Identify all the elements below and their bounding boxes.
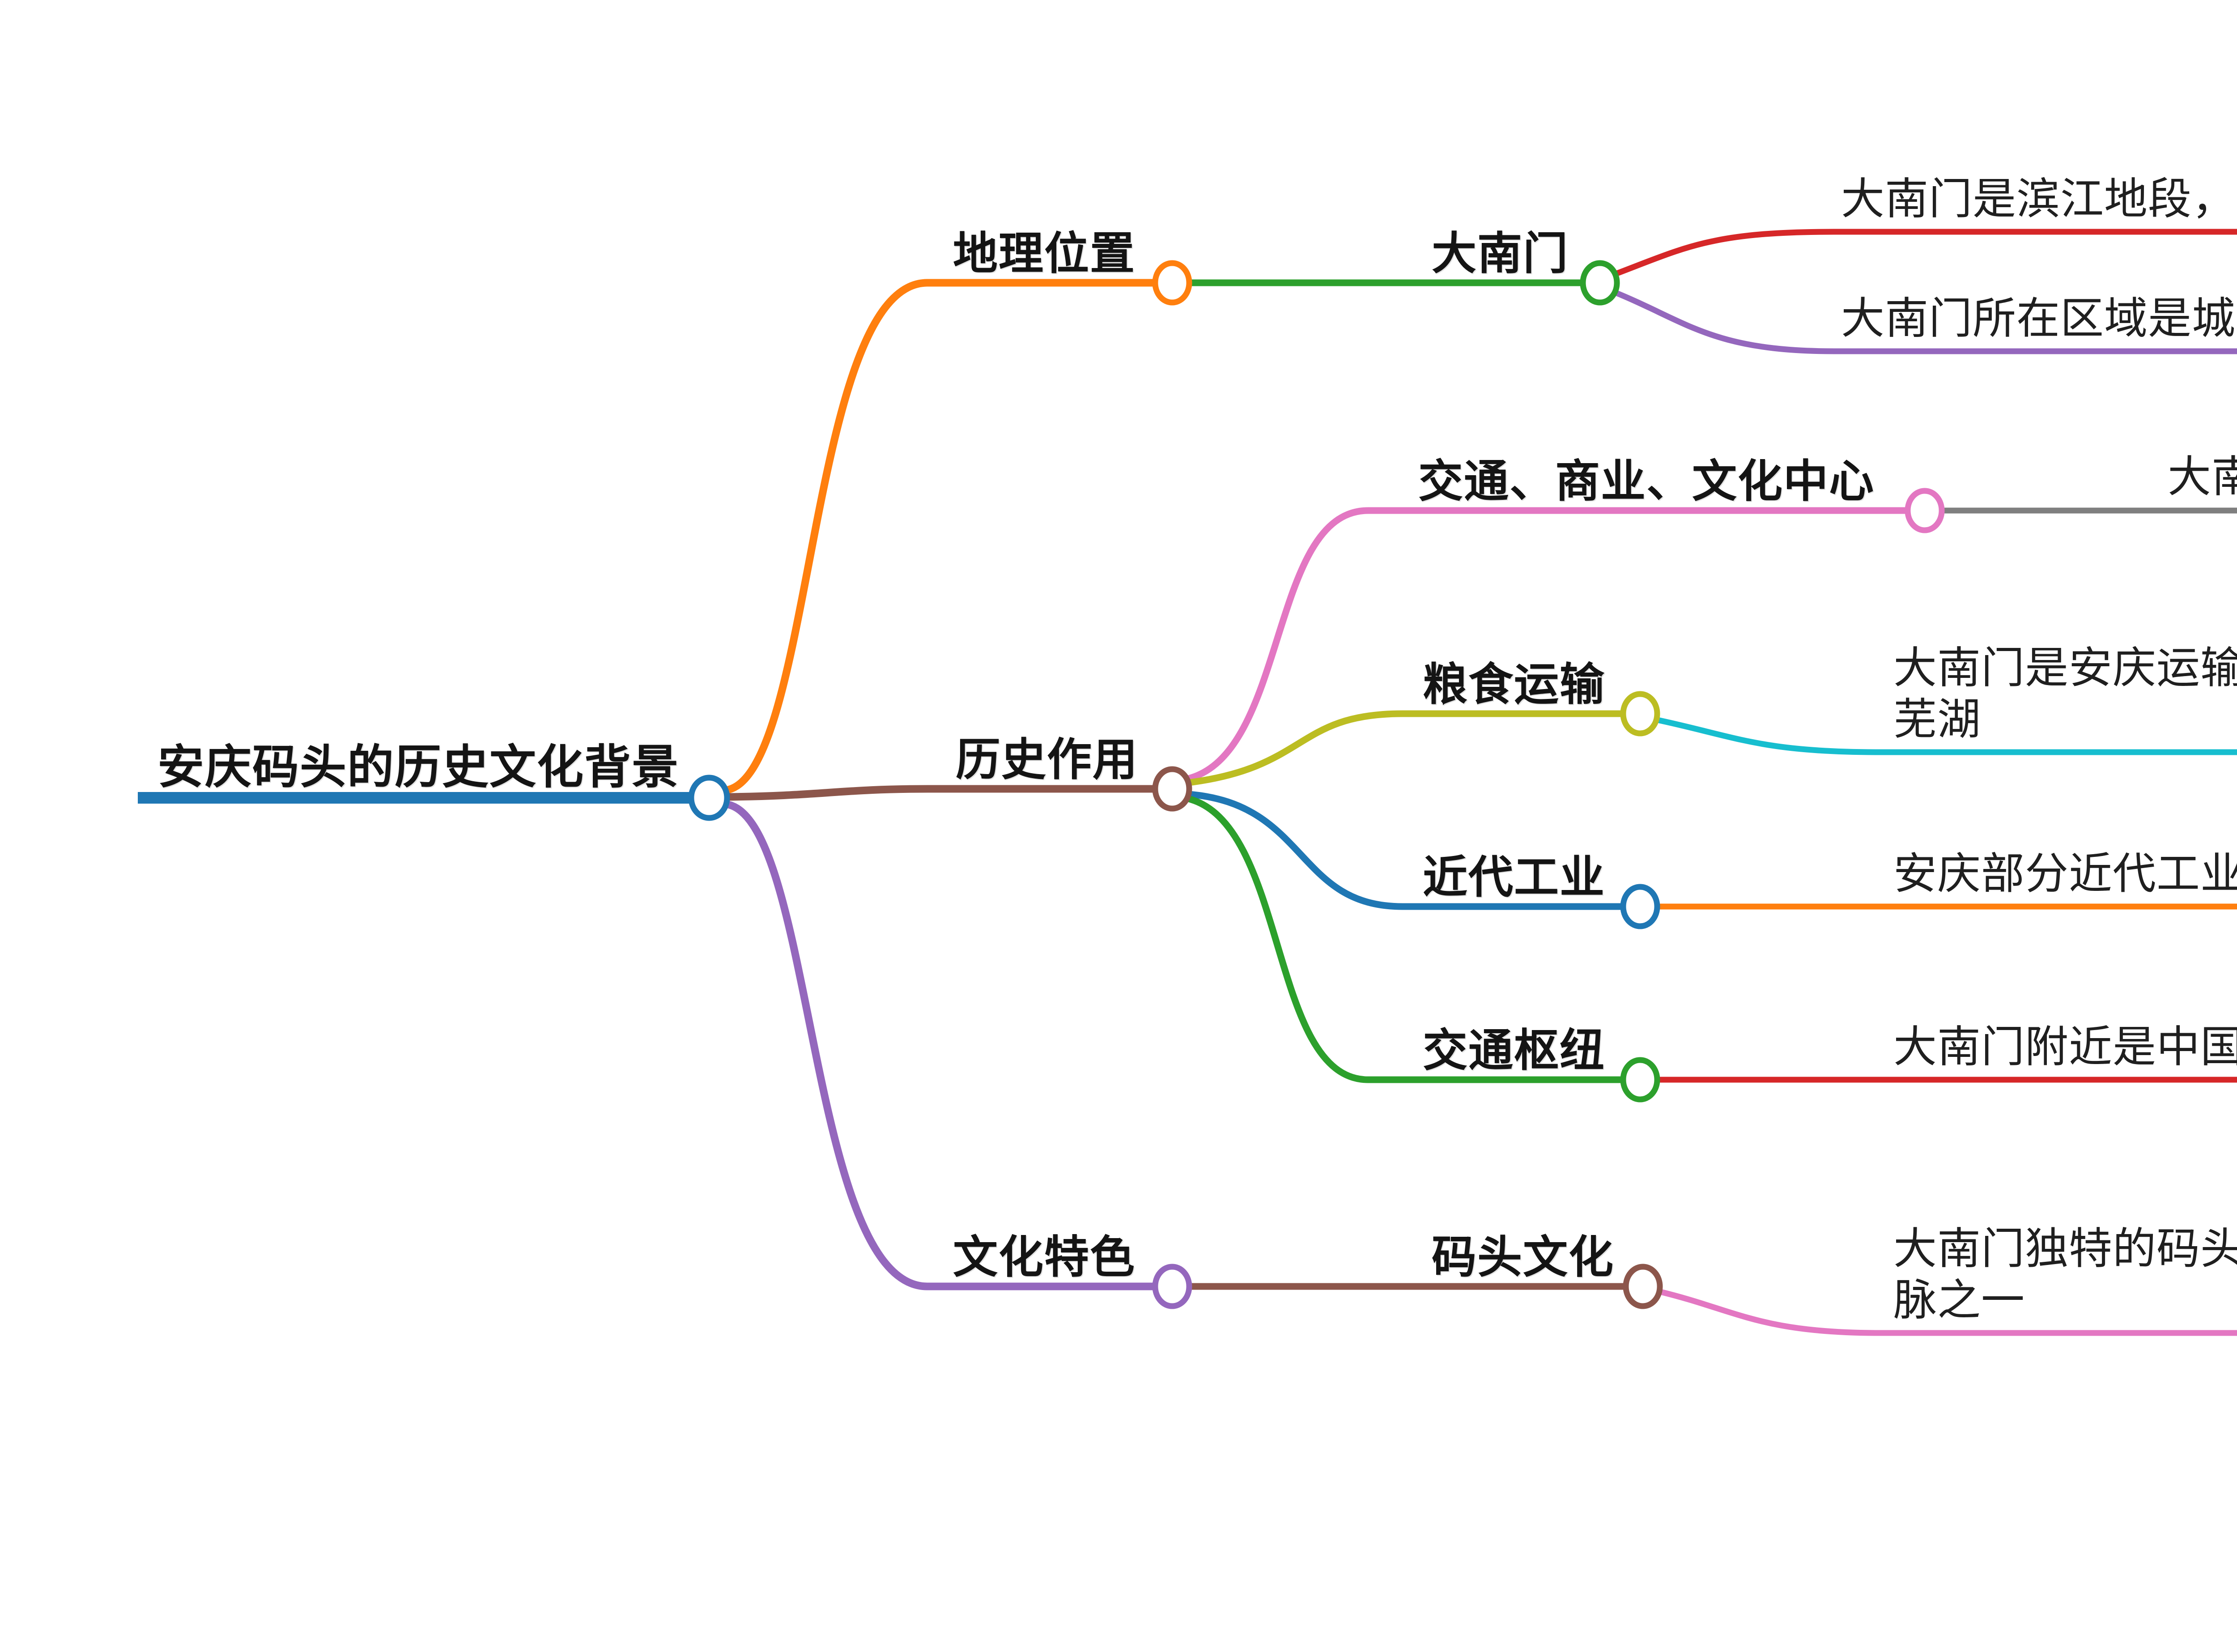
node-dananmen-label[interactable]: 大南门	[1432, 229, 1569, 279]
note-wharf-canal[interactable]: 大南门独特的码头文化，漕运曾是这座城市重要的经济命 脉之一	[1893, 1224, 2237, 1324]
connector-wharf[interactable]	[1623, 1264, 1663, 1309]
edge-history-hub	[1183, 795, 1626, 1083]
note-dananmen-prosperous[interactable]: 大南门所在区域是城市经济发展最繁荣的地方	[1841, 294, 2237, 343]
node-wharf-culture-label[interactable]: 码头文化	[1432, 1232, 1614, 1282]
node-center-label[interactable]: 交通、商业、文化中心	[1418, 456, 1875, 507]
connector-grain[interactable]	[1620, 691, 1660, 737]
edge-history-center	[1183, 507, 1910, 783]
node-modern-industry-label[interactable]: 近代工业	[1423, 852, 1605, 903]
edge-root-history	[723, 785, 1157, 801]
connector-culture[interactable]	[1152, 1264, 1192, 1309]
connector-dananmen[interactable]	[1580, 260, 1620, 306]
edge-dananmen-note-riverside	[1610, 229, 2237, 278]
node-grain-transport-label[interactable]: 粮食运输	[1423, 660, 1605, 710]
node-geography-label[interactable]: 地理位置	[953, 229, 1136, 279]
edge-history-industry	[1185, 791, 1626, 910]
node-root-label[interactable]: 安庆码头的历史文化背景	[157, 741, 680, 793]
note-center-no1[interactable]: 大南门在安庆的交通、商业、文化方面当属NO.1	[2168, 452, 2237, 501]
edge-grain-note-export	[1652, 716, 2237, 755]
note-hub-center[interactable]: 大南门附近是中国重要的交通枢纽中心之一	[1893, 1022, 2237, 1071]
node-transport-hub-label[interactable]: 交通枢纽	[1423, 1026, 1605, 1076]
edge-root-culture	[722, 800, 1157, 1290]
note-dananmen-riverside[interactable]: 大南门是滨江地段，是安庆重要的水陆码头	[1841, 174, 2237, 223]
edge-root-geography	[722, 279, 1157, 794]
connector-industry[interactable]	[1620, 884, 1660, 929]
connector-center[interactable]	[1905, 488, 1945, 533]
node-history-label[interactable]: 历史作用	[956, 735, 1138, 785]
node-culture-label[interactable]: 文化特色	[953, 1232, 1136, 1282]
connector-history[interactable]	[1152, 766, 1192, 812]
connector-root[interactable]	[688, 775, 730, 821]
connector-geography[interactable]	[1152, 260, 1192, 306]
connector-hub[interactable]	[1620, 1057, 1660, 1103]
note-industry-distribution[interactable]: 安庆部分近代工业分布在大南门周围	[1893, 849, 2237, 898]
edge-dananmen-note-prosperous	[1610, 289, 2237, 354]
edge-history-grain	[1185, 710, 1626, 786]
edge-wharf-note-canal	[1657, 1289, 2237, 1336]
note-grain-export[interactable]: 大南门是安庆运输货物的重要码头，粮食出口曾远远大于 芜湖	[1893, 643, 2237, 744]
